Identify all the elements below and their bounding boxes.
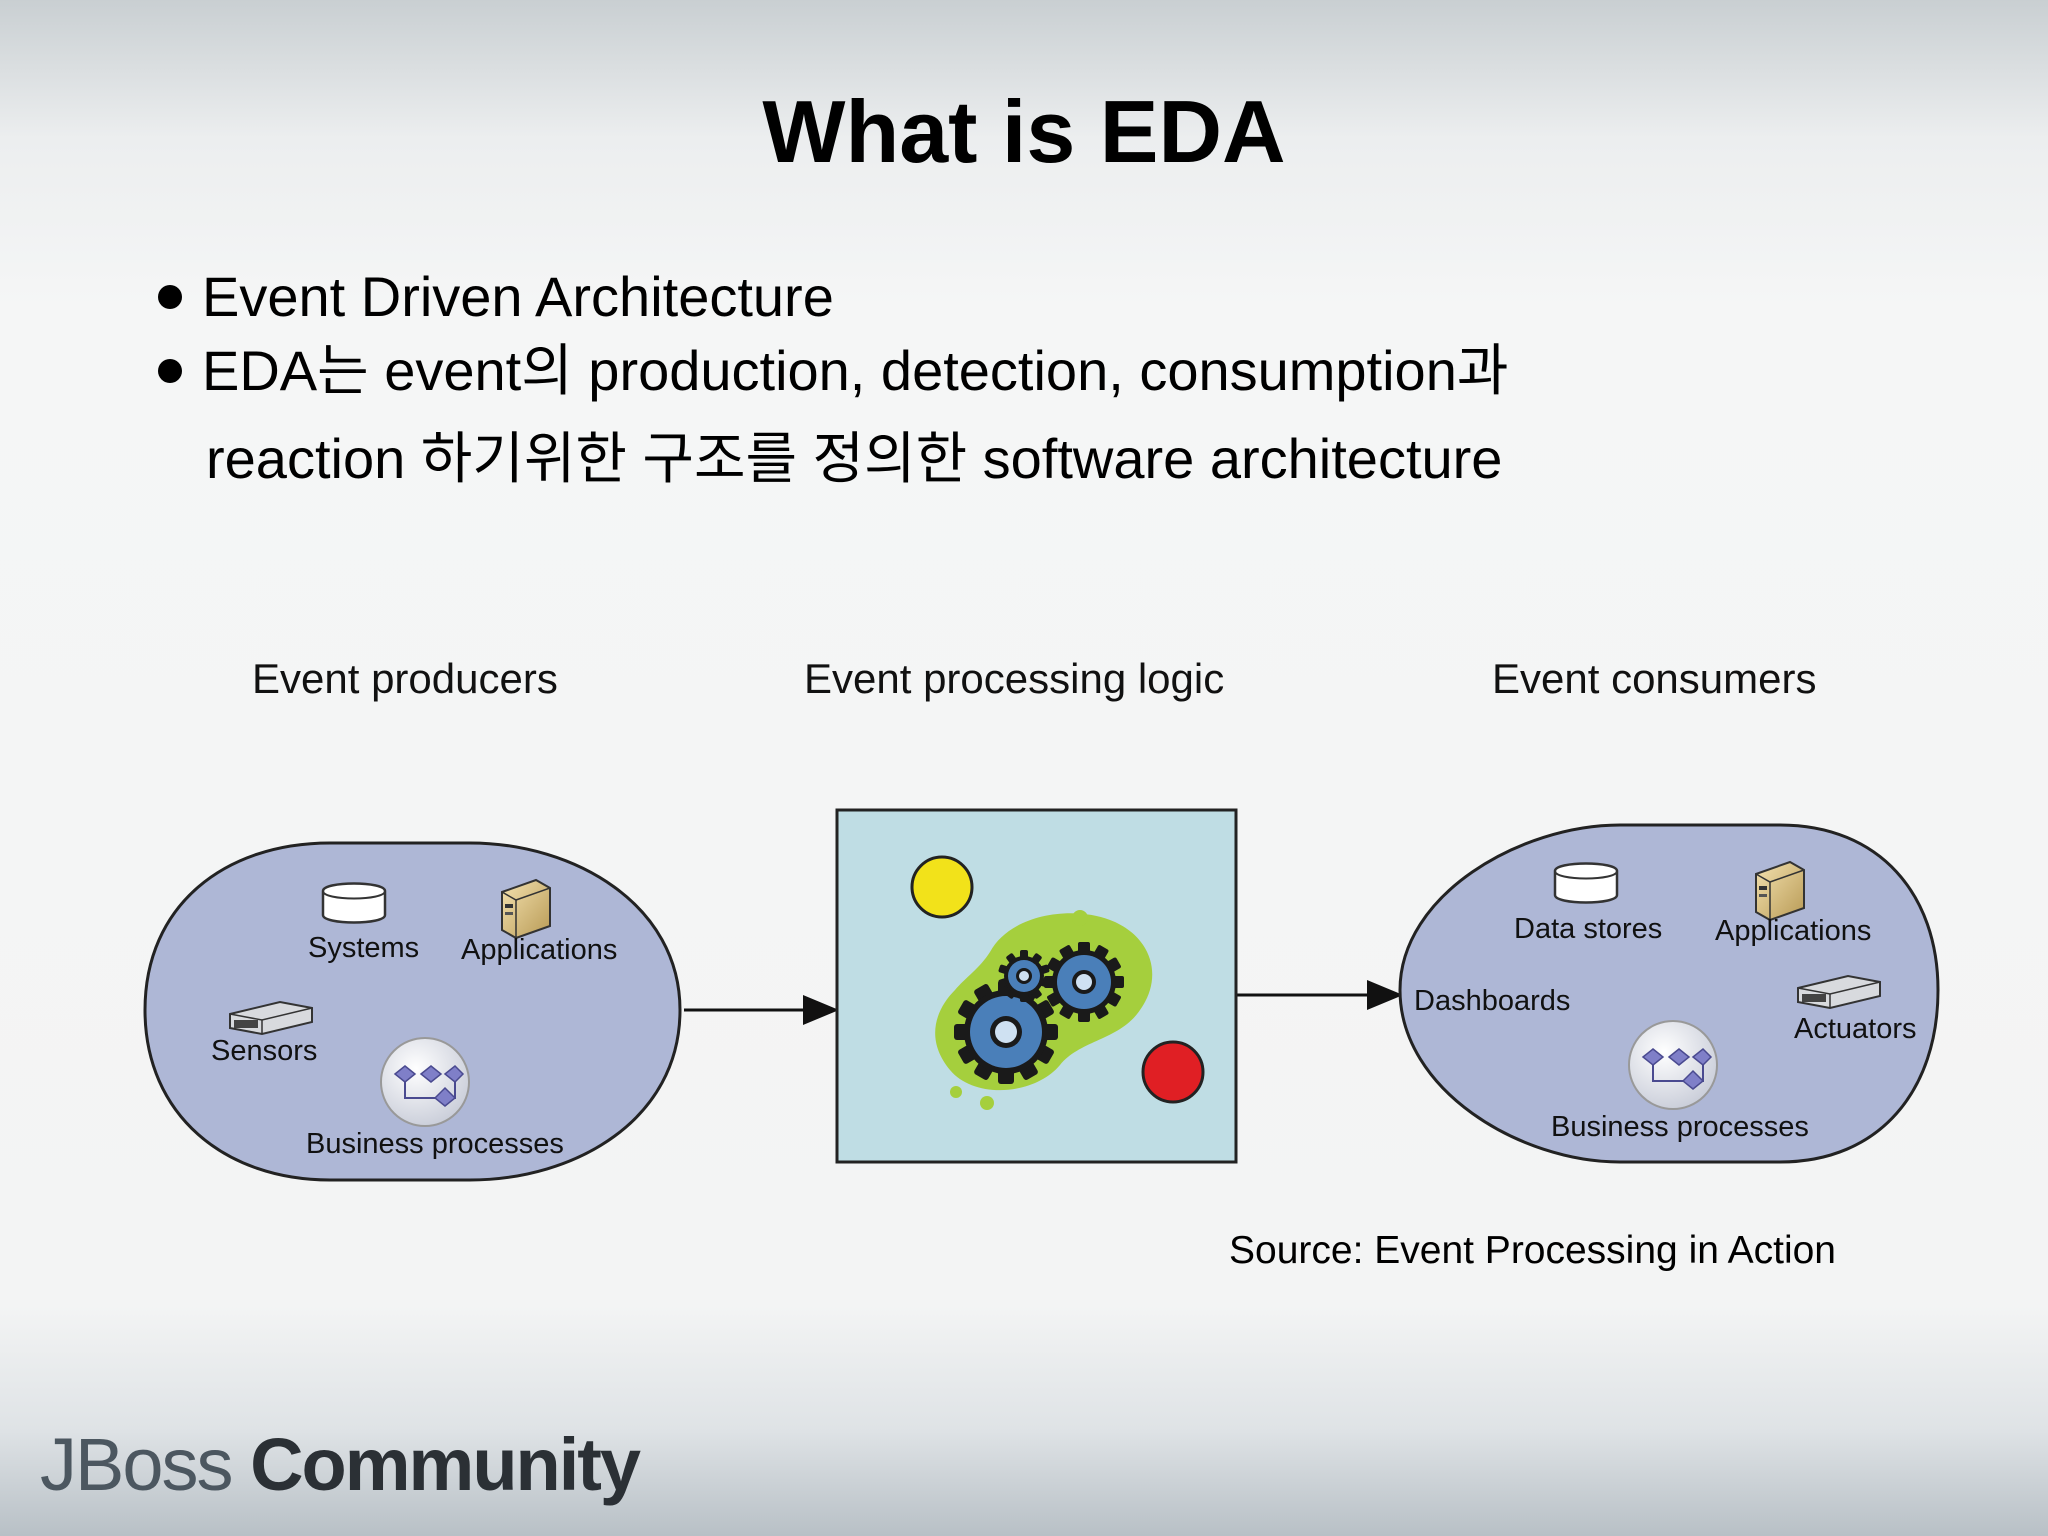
red-event-dot [1141,1040,1205,1104]
consumers-heading: Event consumers [1492,655,1817,702]
bullet-text: Event Driven Architecture [202,265,834,328]
sensor-icon [1797,974,1881,1010]
database-icon [321,882,387,924]
database-icon [1553,862,1619,904]
bullet-dot [158,359,182,384]
consumer-label: Applications [1715,915,1872,947]
consumer-label: Dashboards [1414,985,1571,1017]
yellow-event-dot [910,855,974,919]
server-icon [1755,860,1805,922]
gear-icon [954,980,1058,1084]
logo-part: JBoss [40,1423,234,1506]
business-process-icon [1628,1020,1718,1110]
bullet-dot [158,285,182,310]
consumer-label: Actuators [1794,1013,1917,1045]
bullet-text: EDA는 event의 production, detection, consu… [202,339,1509,402]
sensor-icon [229,1000,313,1036]
logo-part: Community [250,1423,641,1506]
bullet-continuation: reaction 하기위한 구조를 정의한 software architect… [206,427,1503,490]
bullet-item: EDA는 event의 production, detection, consu… [158,336,1508,406]
bullet-item: Event Driven Architecture [158,262,834,332]
processing-box [835,808,1238,1164]
server-icon [501,878,551,940]
gear-icon [998,950,1050,1002]
jboss-community-logo: JBoss Community [40,1420,641,1510]
consumer-label: Data stores [1514,913,1663,945]
producer-label: Applications [461,934,618,966]
slide-title: What is EDA [762,82,1286,181]
processing-heading: Event processing logic [804,655,1225,702]
producer-label: Systems [308,932,420,964]
gear-icon [1044,942,1124,1022]
consumer-label: Business processes [1551,1111,1809,1143]
business-process-icon [380,1037,470,1127]
source-caption: Source: Event Processing in Action [1229,1229,1836,1272]
producer-label: Business processes [306,1128,564,1160]
consumers-ellipse [1398,823,1940,1164]
producer-label: Sensors [211,1035,318,1067]
producers-heading: Event producers [252,655,558,702]
